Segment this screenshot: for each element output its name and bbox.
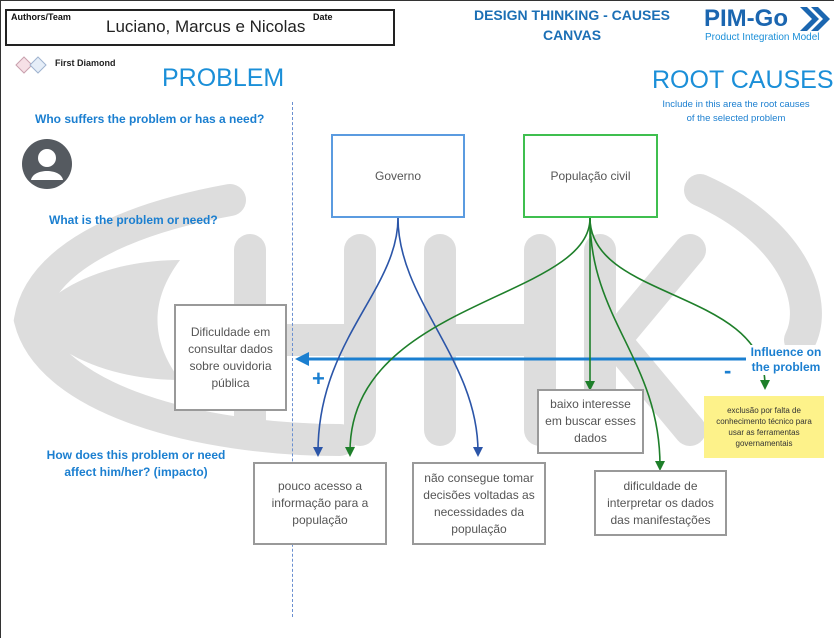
problem-box[interactable]: Dificuldade em consultar dados sobre ouv… — [174, 304, 287, 411]
diamond-icon — [15, 56, 47, 74]
double-chevron-icon — [800, 7, 830, 31]
root-causes-heading: ROOT CAUSES — [652, 66, 834, 94]
impact-box-nao-consegue[interactable]: não consegue tomar decisões voltadas as … — [412, 462, 546, 545]
first-diamond-label: First Diamond — [55, 58, 116, 68]
logo-subtitle: Product Integration Model — [705, 32, 820, 43]
hint-line2: of the selected problem — [686, 113, 786, 124]
canvas-title-line2: CANVAS — [542, 27, 602, 43]
authors-label: Authors/Team — [11, 12, 71, 22]
impact-question-line1: How does this problem or need — [46, 448, 226, 462]
influence-line2: the problem — [751, 360, 821, 374]
cause-box-baixo-interesse[interactable]: baixo interesse em buscar esses dados — [537, 389, 644, 454]
pim-go-logo: PIM-Go — [704, 5, 788, 32]
authors-value[interactable]: Luciano, Marcus e Nicolas — [106, 17, 306, 36]
arrow-governo-nao-consegue — [397, 217, 483, 457]
arrow-populacao-pouco-acesso — [345, 217, 591, 457]
date-label: Date — [313, 12, 333, 22]
authors-box[interactable] — [5, 9, 395, 46]
cause-box-populacao[interactable]: População civil — [523, 134, 658, 218]
cause-box-dificuldade[interactable]: dificuldade de interpretar os dados das … — [594, 470, 727, 536]
influence-line1: Influence on — [750, 345, 822, 359]
plus-sign: + — [312, 366, 325, 391]
minus-sign: - — [724, 358, 732, 383]
who-question: Who suffers the problem or has a need? — [35, 112, 265, 126]
sticky-note[interactable]: exclusão por falta de conhecimento técni… — [704, 396, 824, 458]
canvas-title: DESIGN THINKING - CAUSES CANVAS — [462, 5, 682, 45]
hint-line1: Include in this area the root causes — [662, 99, 810, 110]
impact-box-pouco-acesso[interactable]: pouco acesso a informação para a populaç… — [253, 462, 387, 545]
what-question: What is the problem or need? — [49, 213, 218, 227]
user-avatar-icon — [22, 139, 72, 189]
canvas-title-line1: DESIGN THINKING - CAUSES — [473, 7, 670, 23]
arrow-populacao-dificuldade — [589, 217, 665, 471]
root-causes-hint: Include in this area the root causes of … — [646, 98, 826, 126]
impact-question-line2: affect him/her? (impacto) — [64, 465, 208, 479]
problem-heading: PROBLEM — [162, 64, 285, 92]
arrow-governo-pouco-acesso — [313, 217, 399, 457]
cause-box-governo[interactable]: Governo — [331, 134, 465, 218]
section-divider — [292, 102, 293, 617]
impact-question: How does this problem or need affect him… — [26, 447, 246, 481]
influence-label: Influence on the problem — [746, 345, 826, 375]
